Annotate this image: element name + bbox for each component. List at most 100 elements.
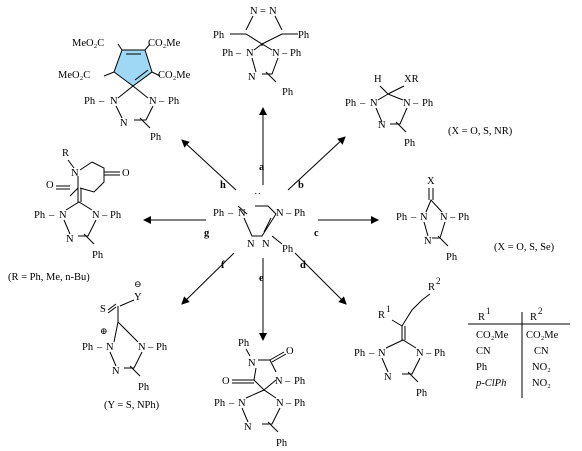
n-label: N bbox=[250, 6, 258, 17]
ph-label: Ph bbox=[110, 210, 122, 221]
ph-label: Ph bbox=[282, 244, 294, 255]
ph-label: Ph bbox=[213, 208, 225, 219]
n-label: N bbox=[420, 212, 428, 223]
ph-label: Ph bbox=[446, 252, 458, 263]
svg-text:–: – bbox=[147, 342, 154, 353]
meo2c-label: MeO₂C bbox=[58, 70, 90, 81]
plus-charge: ⊕ bbox=[100, 326, 108, 336]
n-label: N bbox=[71, 168, 79, 179]
svg-text:–: – bbox=[48, 210, 55, 221]
product-d-alkylidene-triazoline: R 1 R 2 Ph – N N – Ph N Ph bbox=[354, 276, 446, 399]
ph-label: Ph bbox=[156, 342, 168, 353]
svg-text:–: – bbox=[228, 398, 235, 409]
ph-label: Ph bbox=[354, 348, 366, 359]
svg-text:–: – bbox=[449, 212, 456, 223]
carbene-dots: ˙˙ bbox=[254, 192, 261, 203]
ph-label: Ph bbox=[434, 348, 446, 359]
svg-text:–: – bbox=[96, 342, 103, 353]
n-label: N bbox=[276, 398, 284, 409]
central-triazolylidene: Ph – N ˙˙ N – Ph N N Ph bbox=[213, 192, 306, 255]
ph-label: Ph bbox=[282, 87, 294, 98]
svg-text:–: – bbox=[412, 98, 419, 109]
svg-text:–: – bbox=[158, 96, 165, 107]
co2me-label: CO₂Me bbox=[158, 70, 191, 81]
product-b-triazoline: H XR Ph – N N – Ph N Ph (X = O, S, NR) bbox=[345, 74, 513, 149]
n-label: N bbox=[106, 342, 114, 353]
ph-label: Ph bbox=[222, 48, 234, 59]
product-c-triazole-thione: X Ph – N N – Ph N Ph (X = O, S, Se) bbox=[396, 176, 555, 263]
n-label: N bbox=[246, 48, 254, 59]
arrow-label-a: a bbox=[259, 162, 265, 173]
svg-text:–: – bbox=[101, 210, 108, 221]
h-label: H bbox=[374, 74, 382, 85]
n-label: N bbox=[262, 239, 270, 250]
n-label: N bbox=[110, 96, 118, 107]
arrow-label-e: e bbox=[259, 273, 264, 284]
x-label: X bbox=[427, 176, 435, 187]
table-header: R bbox=[530, 312, 537, 323]
ph-label: Ph bbox=[416, 388, 428, 399]
r1-label: R bbox=[378, 310, 385, 321]
svg-text:–: – bbox=[410, 212, 417, 223]
o-label: O bbox=[122, 168, 130, 179]
n-label: N bbox=[378, 120, 386, 131]
svg-text:–: – bbox=[285, 398, 292, 409]
n-label: N bbox=[248, 358, 256, 369]
ph-label: Ph bbox=[294, 376, 306, 387]
table-cell: Ph bbox=[476, 362, 488, 373]
n-label: N bbox=[138, 342, 146, 353]
o-label: O bbox=[222, 376, 230, 387]
r1-sup: 1 bbox=[386, 304, 391, 314]
n-label: N bbox=[424, 236, 432, 247]
svg-text:–: – bbox=[285, 208, 292, 219]
table-cell: CN bbox=[476, 346, 491, 357]
ph-label: Ph bbox=[92, 250, 104, 261]
n-label: N bbox=[276, 208, 284, 219]
ph-label: Ph bbox=[396, 212, 408, 223]
cyclopentadiene-ring bbox=[113, 49, 153, 87]
ph-label: Ph bbox=[345, 98, 357, 109]
svg-text:–: – bbox=[359, 98, 366, 109]
arrow-label-c: c bbox=[314, 228, 319, 239]
n-label: N bbox=[440, 212, 448, 223]
table-cell: p-ClPh bbox=[475, 378, 506, 389]
s-label: S bbox=[100, 304, 106, 315]
ph-label: Ph bbox=[294, 208, 306, 219]
table-header: R bbox=[478, 312, 485, 323]
product-e-spiro-dione: Ph N O N – Ph O Ph – N N – Ph N Ph bbox=[214, 338, 306, 449]
svg-text:–: – bbox=[368, 348, 375, 359]
ph-label: Ph bbox=[276, 438, 288, 449]
r2-label: R bbox=[428, 282, 435, 293]
ph-label: Ph bbox=[214, 398, 226, 409]
ph-label: Ph bbox=[422, 98, 434, 109]
substituent-table: R 1 R 2 CO₂Me CO₂Me CN CN Ph NO₂ p-ClPh … bbox=[468, 306, 570, 398]
table-cell: CO₂Me bbox=[476, 330, 509, 341]
table-header-sup: 1 bbox=[486, 306, 491, 316]
n-label: N bbox=[59, 210, 67, 221]
condition-c: (X = O, S, Se) bbox=[494, 242, 555, 253]
arrow-label-d: d bbox=[300, 260, 306, 271]
product-a-spiro-pyrazoline: N = N Ph Ph Ph – N N – Ph N Ph bbox=[213, 6, 310, 98]
n-label: N bbox=[238, 208, 246, 219]
n-label: N bbox=[149, 96, 157, 107]
n-label: N bbox=[244, 422, 252, 433]
r2-sup: 2 bbox=[436, 276, 441, 286]
svg-text:=: = bbox=[260, 6, 266, 17]
table-header-sup: 2 bbox=[538, 306, 543, 316]
condition-b: (X = O, S, NR) bbox=[448, 126, 513, 137]
svg-text:–: – bbox=[284, 376, 291, 387]
ph-label: Ph bbox=[34, 210, 46, 221]
ph-label: Ph bbox=[138, 382, 150, 393]
arrow-b bbox=[287, 136, 346, 191]
n-label: N bbox=[370, 98, 378, 109]
r-label: R bbox=[62, 148, 69, 159]
table-cell: CO₂Me bbox=[526, 330, 559, 341]
o-label: O bbox=[46, 180, 54, 191]
arrow-d bbox=[294, 252, 347, 305]
ph-label: Ph bbox=[290, 48, 302, 59]
meo2c-label: MeO₂C bbox=[72, 38, 104, 49]
arrow-label-f: f bbox=[221, 260, 225, 271]
n-label: N bbox=[272, 48, 280, 59]
n-label: N bbox=[378, 348, 386, 359]
n-label: N bbox=[416, 348, 424, 359]
